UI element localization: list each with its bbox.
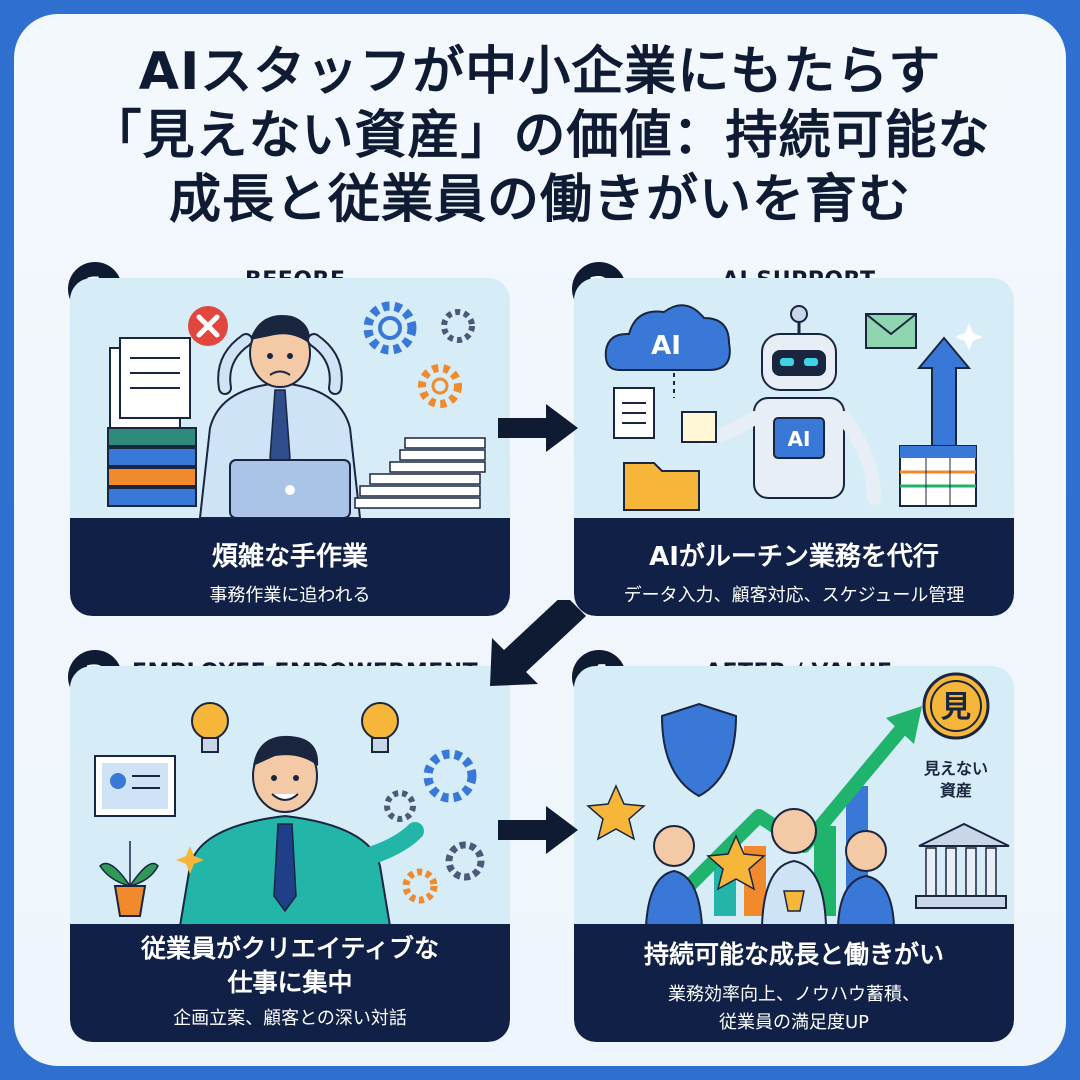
overwhelmed-worker-illustration: [107, 301, 486, 518]
confident-person-icon: [178, 735, 424, 926]
hand-document-icon: [681, 411, 717, 443]
arrow-right-icon-2: [498, 806, 578, 854]
monitor-icon: [94, 755, 176, 817]
sparkle-icon: [955, 323, 983, 351]
lightbulb-icon: [191, 702, 399, 753]
panel-3-caption-title-2: 仕事に集中: [227, 968, 353, 997]
panel-empowerment: 従業員がクリエイティブな 仕事に集中 企画立案、顧客との深い対話: [70, 666, 510, 1042]
error-icon: [188, 306, 228, 346]
team-success-illustration: 見 見えない 資産: [586, 672, 1010, 926]
star-icon: [586, 784, 766, 891]
panel-before: 煩雑な手作業 事務作業に追われる: [70, 278, 510, 616]
plant-icon: [99, 841, 159, 917]
title-line-1: AIスタッフが中小企業にもたらす: [138, 42, 942, 102]
paper-stack-icon: [107, 337, 197, 507]
panel-2-caption-title: AIがルーチン業務を代行: [649, 542, 939, 572]
title-line-3: 成長と従業員の働きがいを育む: [168, 170, 911, 230]
panel-4-caption-title: 持続可能な成長と働きがい: [643, 940, 944, 969]
paper-pile-icon: [354, 437, 486, 509]
panel-4-caption-sub-2: 従業員の満足度UP: [718, 1012, 870, 1033]
panel-ai-support: AI AI: [574, 278, 1014, 616]
gear-icon: [363, 301, 475, 408]
coin-badge-label: 見: [941, 690, 971, 725]
envelope-icon: [865, 313, 917, 349]
panel-4-caption-sub: 業務効率向上、ノウハウ蓄積、: [668, 984, 920, 1005]
robot-ai-label: AI: [788, 427, 811, 451]
document-icon: [613, 387, 655, 439]
gear-icon: [384, 749, 485, 904]
panel-3-caption-title: 従業員がクリエイティブな: [140, 934, 439, 963]
robot-icon: AI: [697, 305, 881, 505]
cloud-icon: AI: [604, 304, 731, 371]
arrow-right-icon: [498, 404, 578, 452]
team-members-icon: [644, 808, 896, 926]
title-line-2: 「見えない資産」の価値：持続可能な: [89, 106, 991, 166]
panel-3-caption: 従業員がクリエイティブな 仕事に集中 企画立案、顧客との深い対話: [70, 924, 510, 1042]
laptop-icon: [229, 459, 351, 518]
coin-badge: 見: [922, 672, 990, 740]
arrow-up-icon: [916, 336, 972, 449]
invisible-asset-label-1: 見えない: [923, 759, 988, 778]
panel-4-caption: 持続可能な成長と働きがい 業務効率向上、ノウハウ蓄積、 従業員の満足度UP: [574, 924, 1014, 1042]
bank-building-icon: [915, 822, 1010, 909]
shield-icon: [660, 702, 738, 798]
panel-after-value: 見 見えない 資産 持続可能な成長と働きがい 業務効率向上、ノウハウ蓄積、 従業…: [574, 666, 1014, 1042]
sparkle-icon: [176, 846, 204, 874]
invisible-asset-label-2: 資産: [940, 781, 972, 800]
cloud-ai-label: AI: [651, 331, 681, 361]
folder-icon: [623, 462, 700, 511]
panel-1-caption-sub: 事務作業に追われる: [209, 585, 371, 606]
arrow-down-left-icon: [490, 600, 586, 686]
empowered-employee-illustration: [94, 702, 485, 926]
ai-robot-illustration: AI AI: [604, 304, 983, 511]
panel-1-caption: 煩雑な手作業 事務作業に追われる: [70, 518, 510, 616]
panel-3-caption-sub: 企画立案、顧客との深い対話: [173, 1008, 407, 1029]
page-title: AIスタッフが中小企業にもたらす 「見えない資産」の価値：持続可能な 成長と従業…: [0, 40, 1080, 232]
spreadsheet-icon: [899, 445, 977, 507]
panel-1-caption-title: 煩雑な手作業: [211, 542, 368, 572]
panel-2-caption: AIがルーチン業務を代行 データ入力、顧客対応、スケジュール管理: [574, 518, 1014, 616]
panel-2-caption-sub: データ入力、顧客対応、スケジュール管理: [623, 585, 965, 606]
